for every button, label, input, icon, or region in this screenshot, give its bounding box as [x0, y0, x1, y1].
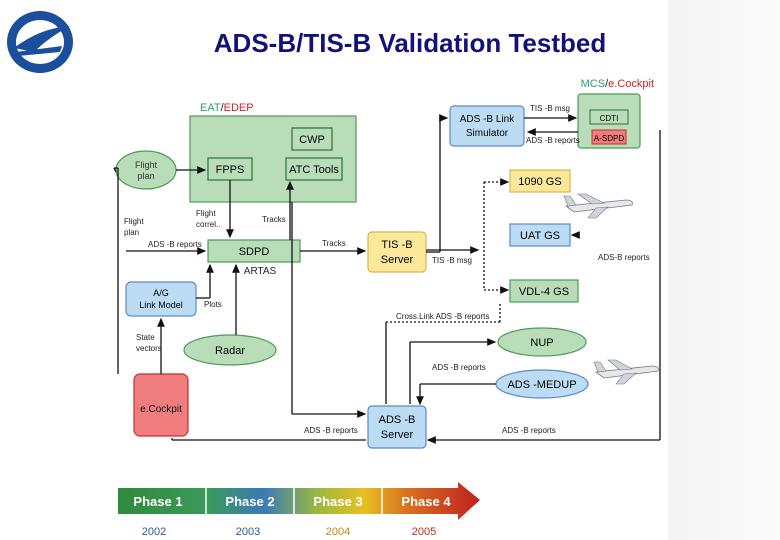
edge-label-tisb-msg: TIS -B msg [530, 104, 570, 113]
adsb-server-box [367, 405, 427, 449]
page-title: ADS-B/TIS-B Validation Testbed [213, 28, 607, 58]
edge-label-plots: Plots [204, 300, 222, 309]
phase-timeline: Phase 1 Phase 2 Phase 3 Phase 4 2002 200… [118, 482, 480, 538]
flight-plan-label-1: Flight [135, 160, 158, 170]
artas-label: ARTAS [244, 266, 277, 277]
edge-label-flight-correl-2: correl.. [196, 220, 220, 229]
year-2004: 2004 [326, 526, 350, 538]
nup-node [497, 327, 587, 357]
vdl4-gs-label: VDL-4 GS [519, 286, 569, 298]
eat-edep-label: EAT/EDEP [200, 102, 254, 114]
atc-tools-label: ATC Tools [289, 164, 339, 176]
edge-label-adsb-reports-br: ADS -B reports [502, 426, 556, 435]
year-2002: 2002 [142, 526, 166, 538]
ads-link-label-1: ADS -B Link [460, 114, 515, 125]
edge-label-adsb-reports-sdpd: ADS -B reports [148, 240, 202, 249]
radar-node [183, 334, 277, 366]
tisb-label-1: TIS -B [381, 239, 412, 251]
adsb-server-label-1: ADS -B [379, 414, 416, 426]
cwp-box [291, 127, 333, 151]
ag-label-2: Link Model [139, 300, 183, 310]
edge-label-adsb-reports-nup: ADS -B reports [432, 363, 486, 372]
cdti-box [589, 109, 629, 125]
atc-tools-box [285, 157, 343, 181]
sdpd-label: SDPD [239, 246, 270, 258]
cwp-label: CWP [299, 134, 325, 146]
edge-label-adsb-reports-right: ADS-B reports [598, 253, 650, 262]
edge-label-flight-plan-1: Flight [124, 217, 144, 226]
year-2005: 2005 [412, 526, 436, 538]
eurocontrol-logo-icon [7, 11, 73, 73]
vdl4-gs-box [509, 279, 579, 303]
phase-4-label: Phase 4 [401, 494, 451, 509]
uat-gs-label: UAT GS [520, 230, 560, 242]
ag-label-1: A/G [153, 288, 169, 298]
edge-label-tracks-2: Tracks [322, 239, 346, 248]
edge-label-state: State [136, 333, 155, 342]
uat-gs-box [509, 223, 571, 247]
asdpd-box [591, 129, 627, 145]
phase-3-label: Phase 3 [313, 494, 362, 509]
edge-label-adsb-reports-bl: ADS -B reports [304, 426, 358, 435]
airplane-icon [563, 193, 633, 219]
flight-plan-node [115, 150, 177, 190]
edge-label-tisb-msg-mid: TIS -B msg [432, 256, 472, 265]
cdti-label: CDTI [600, 114, 619, 123]
gs-1090-box [509, 169, 571, 193]
edge-label-crosslink: Cross.Link ADS -B reports [396, 312, 489, 321]
airplane-icon [593, 359, 659, 385]
fpps-label: FPPS [216, 164, 245, 176]
edge-label-flight-correl-1: Flight [196, 209, 216, 218]
phase-arrow [118, 482, 480, 520]
edge-label-adsb-reports: ADS -B reports [526, 136, 580, 145]
ads-medup-label: ADS -MEDUP [507, 379, 576, 391]
right-background-panel [668, 0, 780, 540]
phase-1-label: Phase 1 [133, 494, 182, 509]
radar-label: Radar [215, 345, 245, 357]
mcs-ecockpit-label: MCS/e.Cockpit [581, 78, 654, 90]
edge-label-vectors: vectors [136, 344, 162, 353]
edge-label-flight-plan-2: plan [124, 228, 139, 237]
adsb-server-label-2: Server [381, 429, 414, 441]
tisb-server-box [367, 231, 427, 273]
nup-label: NUP [530, 337, 553, 349]
flight-plan-label-2: plan [137, 171, 154, 181]
ag-link-model-box [125, 281, 197, 317]
phase-2-label: Phase 2 [225, 494, 274, 509]
edge-label-tracks: Tracks [262, 215, 286, 224]
ecockpit-label: e.Cockpit [140, 404, 182, 415]
year-2003: 2003 [236, 526, 260, 538]
tisb-label-2: Server [381, 254, 414, 266]
ads-link-simulator-box [449, 105, 525, 147]
ads-link-label-2: Simulator [466, 128, 509, 139]
asdpd-label: A-SDPD [594, 134, 624, 143]
gs-1090-label: 1090 GS [518, 176, 561, 188]
